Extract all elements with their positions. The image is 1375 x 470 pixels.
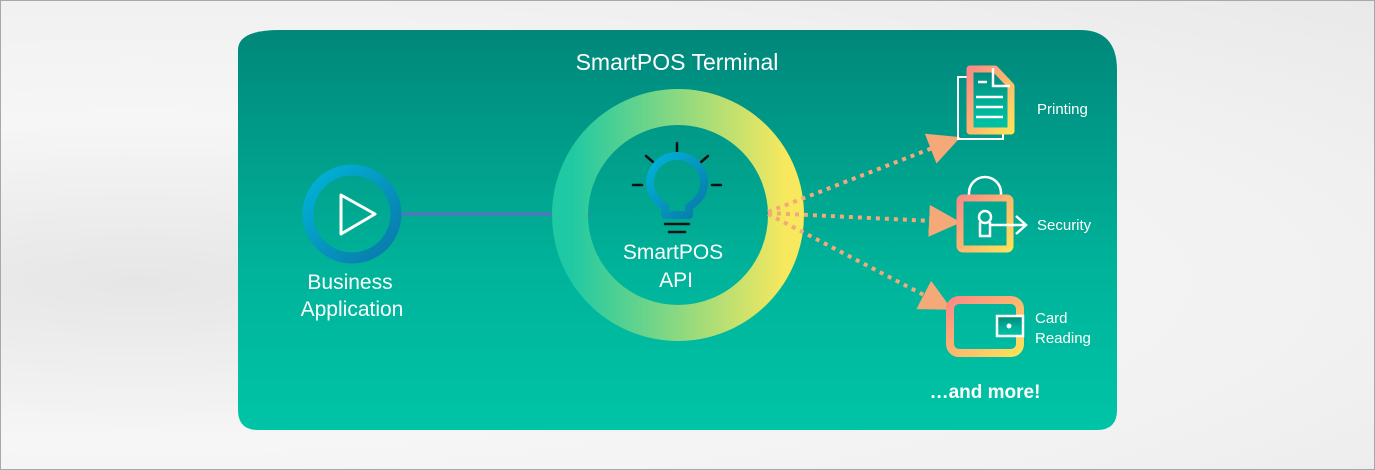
lightbulb-icon <box>631 141 723 234</box>
terminal-panel <box>238 30 1117 430</box>
lock-icon <box>956 175 1028 253</box>
wallet-icon <box>946 296 1025 357</box>
security-label: Security <box>1037 217 1092 234</box>
and-more-label: …and more! <box>930 382 1041 403</box>
business-app-label-2: Application <box>301 298 404 321</box>
card-label-2: Reading <box>1035 330 1091 347</box>
api-label-2: API <box>659 269 693 292</box>
api-to-printing-arrow <box>767 133 961 214</box>
play-icon <box>302 164 402 264</box>
feature-card-reading: Card Reading <box>946 296 1091 357</box>
api-to-security-arrow <box>767 204 961 237</box>
document-icon <box>957 65 1015 140</box>
business-app-label-1: Business <box>307 271 392 294</box>
terminal-title: SmartPOS Terminal <box>576 49 779 75</box>
api-to-card-arrow <box>767 212 953 310</box>
card-label-1: Card <box>1035 310 1068 327</box>
api-label-1: SmartPOS <box>623 241 723 264</box>
feature-printing: Printing <box>957 65 1088 140</box>
business-application-node: Business Application <box>301 164 404 321</box>
printing-label: Printing <box>1037 101 1088 118</box>
feature-security: Security <box>956 175 1092 253</box>
